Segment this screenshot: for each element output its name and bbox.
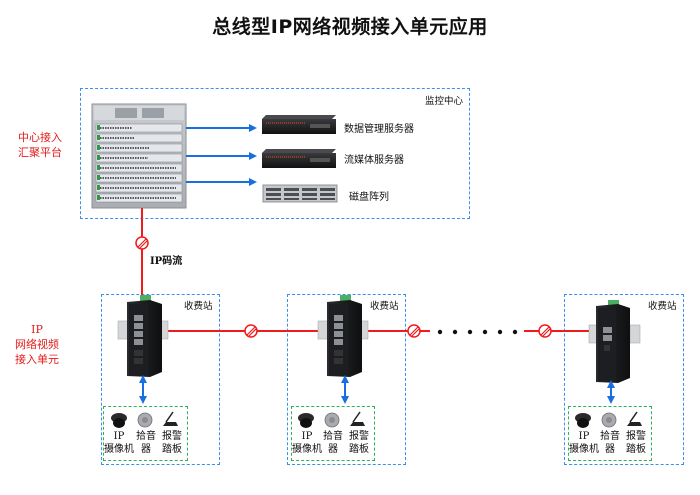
alarm-pedal-label-line2: 踏板 [626, 444, 646, 455]
station-box-1 [101, 294, 220, 465]
diagram-title: 总线型IP网络视频接入单元应用 [212, 16, 488, 38]
microphone-label-line1: 拾音 [323, 431, 343, 442]
ip-link-icon [135, 236, 149, 250]
station-box-3 [564, 294, 684, 465]
aggregation-platform-label: 中心接入 汇聚平台 [10, 130, 70, 160]
station-label-1: 收费站 [184, 301, 213, 312]
microphone-label: 拾音 器 [320, 430, 346, 456]
ip-link-icon [538, 324, 552, 338]
alarm-pedal-label-line1: 报警 [162, 431, 182, 442]
microphone-icon [137, 412, 153, 428]
alarm-pedal-label-line2: 踏板 [162, 444, 182, 455]
ip-camera-label-line1: IP [113, 431, 125, 442]
chassis-switch-icon [91, 103, 187, 209]
alarm-pedal-label-line1: 报警 [349, 431, 369, 442]
microphone-label: 拾音 器 [133, 430, 159, 456]
endpoint-box-3 [568, 406, 652, 461]
ip-camera-label-line2: 摄像机 [292, 444, 322, 455]
data-server-label: 数据管理服务器 [344, 124, 414, 135]
ip-camera-icon [298, 413, 314, 428]
ip-camera-label: IP 摄像机 [292, 430, 322, 456]
microphone-label-line2: 器 [328, 444, 338, 455]
alarm-pedal-label-line2: 踏板 [349, 444, 369, 455]
ip-camera-label: IP 摄像机 [569, 430, 599, 456]
station-label-2: 收费站 [370, 301, 399, 312]
disk-array-icon [262, 184, 338, 203]
alarm-pedal-label-line1: 报警 [626, 431, 646, 442]
rack-server-icon [262, 149, 336, 168]
alarm-pedal-icon [163, 411, 178, 426]
monitoring-center-box [80, 88, 470, 219]
microphone-label-line2: 器 [605, 444, 615, 455]
station-box-2 [287, 294, 406, 465]
disk-array-label: 磁盘阵列 [349, 192, 389, 203]
industrial-switch-4port-icon [317, 295, 369, 377]
microphone-icon [601, 412, 617, 428]
industrial-switch-4port-icon [117, 295, 169, 377]
alarm-pedal-icon [350, 411, 365, 426]
ip-link-icon [407, 324, 421, 338]
ip-camera-label-line2: 摄像机 [569, 444, 599, 455]
endpoint-box-2 [291, 406, 375, 461]
ip-camera-icon [575, 413, 591, 428]
microphone-label-line2: 器 [141, 444, 151, 455]
alarm-pedal-icon [627, 411, 642, 426]
ip-stream-label: IP码流 [150, 256, 183, 267]
microphone-label-line1: 拾音 [136, 431, 156, 442]
access-unit-label-line1: IP [31, 323, 43, 336]
monitoring-center-label: 监控中心 [425, 96, 464, 107]
aggregation-platform-label-line2: 汇聚平台 [18, 146, 62, 159]
microphone-label-line1: 拾音 [600, 431, 620, 442]
access-unit-label-line2: 网络视频 [15, 338, 59, 351]
alarm-pedal-label: 报警 踏板 [346, 430, 372, 456]
endpoint-box-1 [103, 406, 188, 461]
ip-camera-label-line2: 摄像机 [104, 444, 134, 455]
ellipsis-dots [437, 329, 518, 335]
ip-camera-label-line1: IP [578, 431, 590, 442]
ip-camera-label-line1: IP [301, 431, 313, 442]
alarm-pedal-label: 报警 踏板 [159, 430, 185, 456]
ip-link-icon [244, 324, 258, 338]
aggregation-platform-label-line1: 中心接入 [18, 131, 62, 144]
ip-camera-label: IP 摄像机 [104, 430, 134, 456]
alarm-pedal-label: 报警 踏板 [623, 430, 649, 456]
microphone-icon [324, 412, 340, 428]
station-label-3: 收费站 [648, 301, 677, 312]
ip-camera-icon [111, 413, 127, 428]
streaming-server-label: 流媒体服务器 [344, 155, 404, 166]
access-unit-label-line3: 接入单元 [15, 353, 59, 366]
microphone-label: 拾音 器 [597, 430, 623, 456]
industrial-switch-2port-icon [588, 300, 641, 383]
rack-server-icon [262, 115, 336, 134]
access-unit-label: IP 网络视频 接入单元 [8, 322, 66, 367]
